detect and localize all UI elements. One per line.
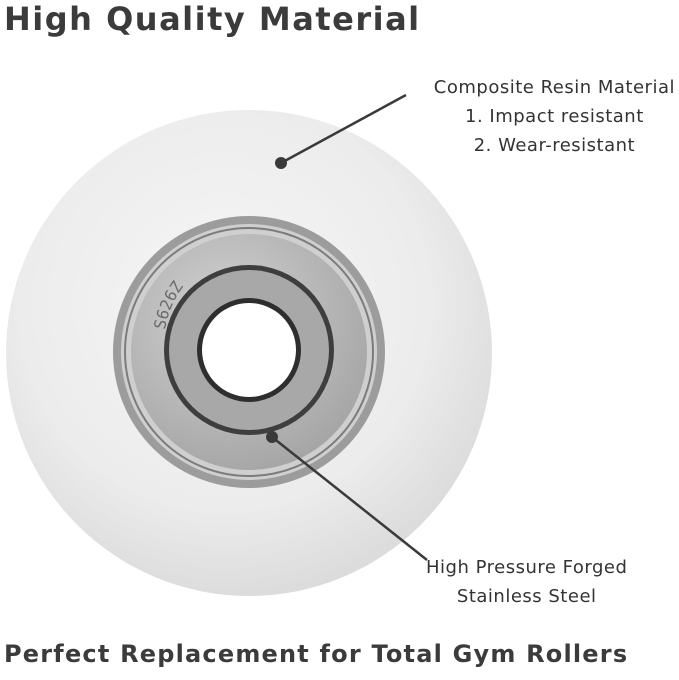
bearing-callout: High Pressure Forged Stainless Steel [426,553,627,611]
material-feature-2: 2. Wear-resistant [473,135,636,156]
callout-dot-material [275,157,287,169]
material-heading: Composite Resin Material [433,77,675,98]
callout-dot-bearing [266,431,278,443]
footer-tagline: Perfect Replacement for Total Gym Roller… [4,640,629,668]
bearing-callout-line1: High Pressure Forged [426,557,628,578]
material-feature-1: 1. Impact resistant [465,106,644,127]
page-title: High Quality Material [4,0,421,38]
bearing-bore [202,303,296,397]
material-callout: Composite Resin Material 1. Impact resis… [434,73,675,160]
bearing-callout-line2: Stainless Steel [456,586,597,607]
